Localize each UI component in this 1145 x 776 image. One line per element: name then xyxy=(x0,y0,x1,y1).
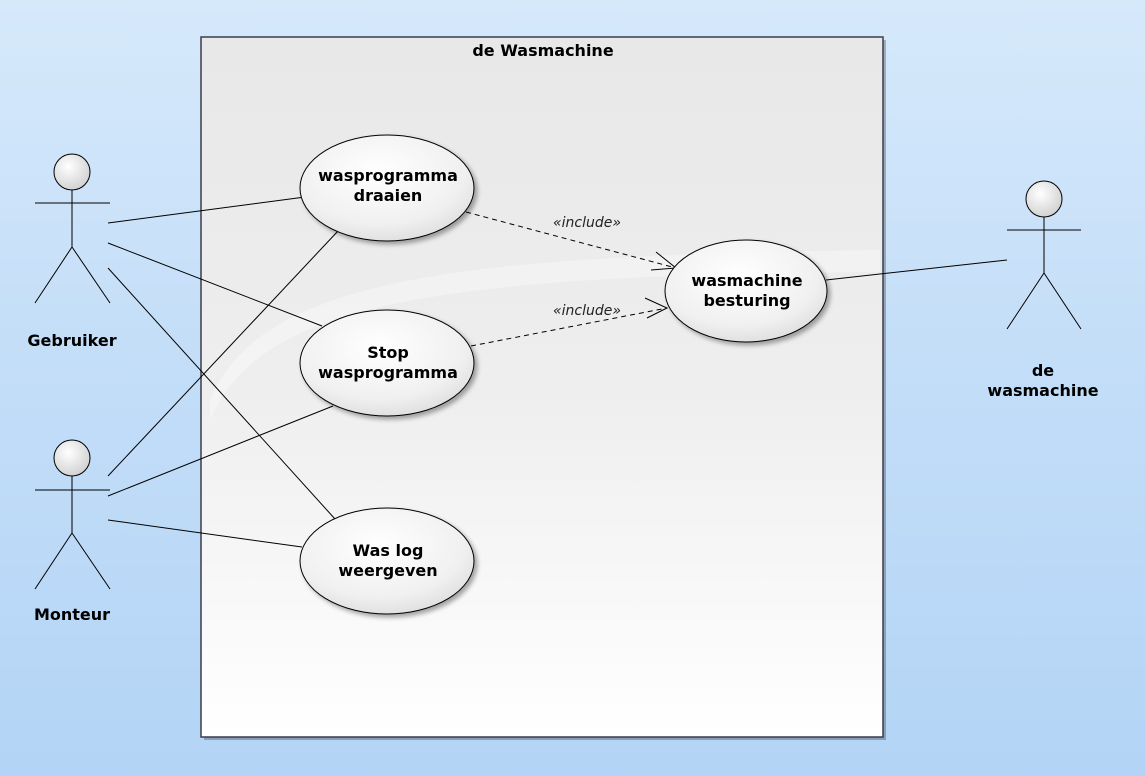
include-line-1[interactable] xyxy=(465,211,677,269)
include-label-1: «include» xyxy=(553,215,621,231)
usecase-label-line1: wasmachine xyxy=(691,271,802,290)
actor-wasmachine-label-line1: de xyxy=(1032,361,1054,380)
actor-monteur-label: Monteur xyxy=(34,605,110,624)
assoc-monteur-stop[interactable] xyxy=(107,405,334,497)
actor-head xyxy=(53,153,91,191)
usecase-label-line1: Stop xyxy=(367,343,409,362)
assoc-gebruiker-draaien[interactable] xyxy=(107,196,306,224)
usecase-label-line1: Was log xyxy=(353,541,424,560)
actor-head xyxy=(1025,180,1063,218)
include-arrowhead-2 xyxy=(644,297,669,319)
assoc-gebruiker-stop[interactable] xyxy=(107,242,323,327)
usecase-label-line2: besturing xyxy=(703,291,790,310)
actor-wasmachine-label-line2: wasmachine xyxy=(987,381,1098,400)
usecase-wasprogramma-draaien[interactable]: wasprogramma draaien xyxy=(299,134,475,242)
assoc-monteur-log[interactable] xyxy=(107,519,303,548)
usecase-was-log-weergeven[interactable]: Was log weergeven xyxy=(299,507,475,615)
actor-head xyxy=(53,439,91,477)
system-title: de Wasmachine xyxy=(472,41,613,60)
actor-gebruiker[interactable] xyxy=(34,153,111,304)
include-line-2[interactable] xyxy=(470,307,668,347)
usecase-stop-wasprogramma[interactable]: Stop wasprogramma xyxy=(299,309,475,417)
usecase-wasmachine-besturing[interactable]: wasmachine besturing xyxy=(664,239,828,343)
usecase-label-line2: draaien xyxy=(354,186,423,205)
usecase-label-line1: wasprogramma xyxy=(318,166,458,185)
assoc-monteur-draaien[interactable] xyxy=(107,230,339,477)
actor-monteur[interactable] xyxy=(34,439,111,590)
actor-wasmachine[interactable] xyxy=(1006,180,1082,330)
assoc-wasmachine-besturing[interactable] xyxy=(825,259,1008,281)
assoc-gebruiker-log[interactable] xyxy=(107,267,336,520)
include-label-2: «include» xyxy=(553,303,621,319)
include-relations xyxy=(465,211,678,347)
actor-gebruiker-label: Gebruiker xyxy=(27,331,116,350)
associations xyxy=(107,196,1008,548)
usecase-label-line2: wasprogramma xyxy=(318,363,458,382)
usecase-label-line2: weergeven xyxy=(338,561,437,580)
system-boundary[interactable]: de Wasmachine xyxy=(200,36,886,740)
